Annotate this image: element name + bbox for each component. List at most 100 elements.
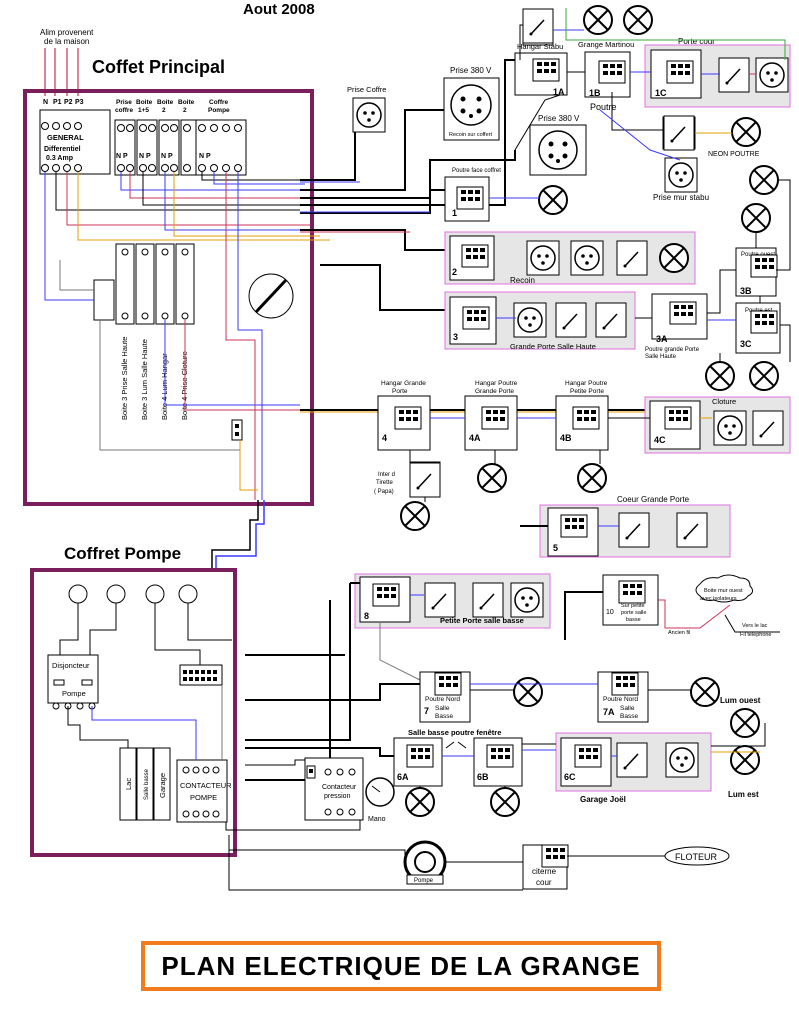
general-breaker (39, 109, 111, 175)
breaker-bank (115, 243, 195, 325)
garage-joel-label: Garage Joël (580, 795, 626, 804)
box-1a-id: 1A (553, 87, 565, 97)
box-3-id: 3 (453, 332, 458, 342)
poutre-nord-3a: Basse (435, 713, 453, 720)
inter-tirette-1: Inter d (378, 472, 395, 478)
prise-380-b-label: Prise 380 V (538, 114, 580, 123)
box-1c-id: 1C (655, 88, 667, 98)
pompe-label: Pompe (62, 689, 86, 698)
box-3b-id: 3B (740, 286, 752, 296)
box-4a-id: 4A (469, 433, 481, 443)
col-boite3-sub: 2 (183, 107, 187, 114)
np-2: N P (139, 153, 151, 160)
box-6c-id: 6C (564, 772, 576, 782)
poutre-face-label: Poutre face coffret (452, 168, 501, 174)
hangar-ppp-label-2: Petite Porte (570, 388, 604, 395)
main-panel-border (23, 89, 314, 506)
box-7-id: 7 (424, 706, 429, 716)
disjoncteur-label: Disjoncteur (52, 661, 90, 670)
inter-tirette-3: ( Papa) (374, 489, 394, 495)
col-coffre: Coffre (209, 99, 229, 106)
sur-petite-porte-3: basse (626, 617, 641, 623)
pump-terminal-block (179, 664, 223, 686)
box-6b-id: 6B (477, 772, 489, 782)
vers-lac-1: Vers le lac (742, 623, 768, 629)
poutre-grande-porte-label: Poutre grande Porte (645, 347, 700, 353)
lum-ouest-label: Lum ouest (720, 696, 761, 705)
boite-mur-ouest-1: Boite mur ouest (704, 588, 743, 594)
breaker-label-2: Boite 3 Lum Salle Haute (140, 339, 149, 420)
grange-martinou-label: Grange Martinou (578, 40, 634, 49)
col-boite1: Boite (136, 99, 153, 106)
col-boite2: Boite (157, 99, 174, 106)
hangar-pgp-label-1: Hangar Poutre (475, 380, 518, 387)
hangar-gp-label-2: Porte (392, 388, 408, 395)
contacteur-label: CONTACTEUR (180, 781, 232, 790)
floteur-label: FLOTEUR (675, 852, 718, 862)
lum-est-label: Lum est (728, 790, 759, 799)
col-boite2-sub: 2 (162, 107, 166, 114)
box-10-id: 10 (606, 609, 614, 616)
box-1-id: 1 (452, 208, 457, 218)
citerne-label-1: citerne (532, 867, 557, 876)
box-6a-id: 6A (397, 772, 409, 782)
box-4c-id: 4C (654, 435, 666, 445)
box-2-id: 2 (452, 267, 457, 277)
salle-basse-label: Salle basse (144, 768, 150, 800)
col-boite1-sub: 1+5 (138, 107, 149, 114)
terminal-p2: P2 (64, 99, 73, 106)
poutre-nord-1b: Poutre Nord (603, 696, 638, 703)
pump-panel-border (30, 568, 237, 857)
col-prise-sub: coffre (115, 107, 133, 114)
box-8-id: 8 (364, 611, 369, 621)
contacteur-pression-2: pression (324, 793, 351, 800)
sur-petite-porte-1: Sur petite (621, 603, 645, 609)
boite-mur-ouest-2: avec isolateurs (700, 596, 737, 602)
contacteur-pression-1: Contacteur (322, 784, 357, 791)
cloture-label: Cloture (712, 397, 736, 406)
disjoncteur-box (47, 654, 99, 704)
np-1: N P (116, 153, 128, 160)
poutre-nord-1a: Poutre Nord (425, 696, 460, 703)
poutre-nord-2a: Salle (435, 705, 450, 712)
pump-panel-title: Coffret Pompe (64, 544, 181, 563)
general-label: GENERAL (47, 133, 84, 142)
np-3: N P (161, 153, 173, 160)
hangar-pgp-label-2: Grande Porte (475, 388, 514, 395)
col-boite3: Boite (178, 99, 195, 106)
main-panel-wiring (44, 172, 330, 500)
hangar-stabu-label: Hangar Stabu (517, 42, 563, 51)
grande-porte-sh-label: Grande Porte Salle Haute (510, 342, 596, 351)
prise-coffre-label: Prise Coffre (347, 85, 386, 94)
box-7a-id: 7A (603, 707, 615, 717)
coeur-gp-label: Coeur Grande Porte (617, 495, 690, 504)
col-prise: Prise (116, 99, 132, 106)
supply-label-2: de la maison (44, 37, 89, 46)
salle-basse-poutre-label: Salle basse poutre fenêtre (408, 728, 501, 737)
prise-380-a-label: Prise 380 V (450, 66, 492, 75)
pompe-label: Pompe (414, 878, 434, 884)
vers-lac-2: Fil téléphone (740, 632, 772, 638)
breaker-label-1: Boite 3 Prise Salle Haute (120, 337, 129, 420)
citerne-label-2: cour (536, 878, 552, 887)
main-panel-title: Coffet Principal (92, 57, 225, 77)
box-5-id: 5 (553, 543, 558, 553)
inter-tirette-2: Tirette (376, 480, 393, 486)
boite-mur-ouest-cloud (695, 574, 754, 603)
neon-poutre-label: NEON POUTRE (708, 151, 760, 158)
box-4-id: 4 (382, 433, 387, 443)
supply-wires (44, 48, 79, 96)
recoin-label: Recoin (510, 276, 535, 285)
poutre-nord-3b: Basse (620, 713, 638, 720)
box-1b-id: 1B (589, 88, 601, 98)
petite-porte-label: Petite Porte salle basse (440, 616, 524, 625)
lac-label: Lac (124, 778, 133, 790)
poutre-nord-2b: Salle (620, 705, 635, 712)
poutre-label: Poutre (590, 102, 617, 112)
date-label: Aout 2008 (243, 1, 315, 18)
page-title: PLAN ELECTRIQUE DE LA GRANGE (141, 941, 661, 991)
prise-mur-stabu-label: Prise mur stabu (653, 193, 709, 202)
hangar-gp-label-1: Hangar Grande (381, 380, 426, 387)
aux-breaker (93, 279, 115, 321)
